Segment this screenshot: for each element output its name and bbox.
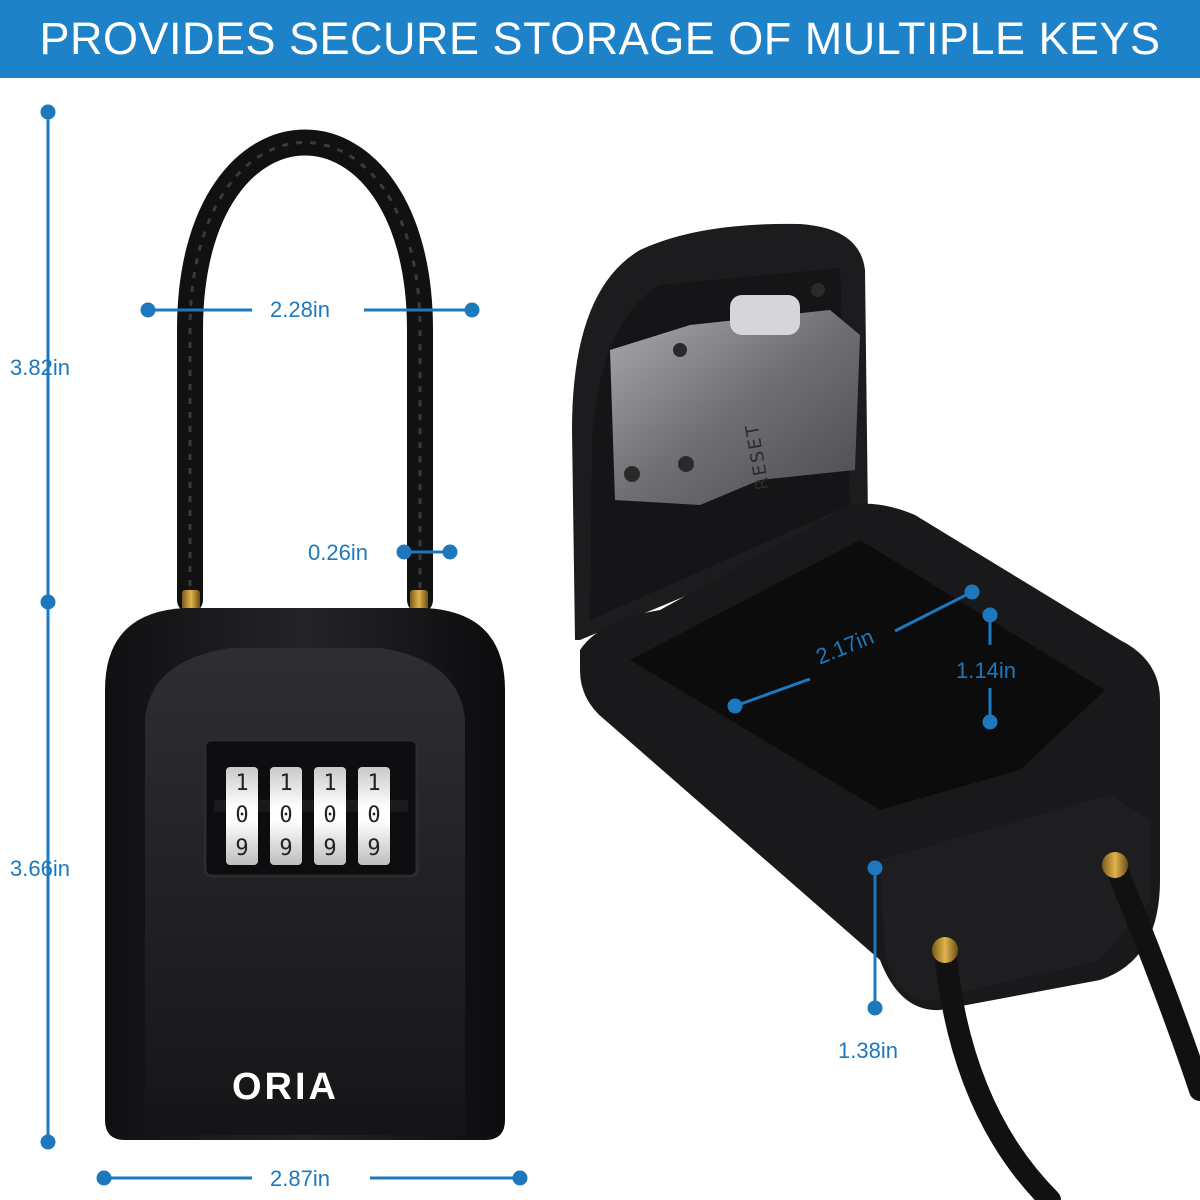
- dim-body-height: 3.66in: [10, 856, 70, 881]
- dim-total-height: 3.82in: [10, 355, 70, 380]
- dim-interior-depth: 1.14in: [956, 658, 1016, 683]
- dimension-lines: [40, 104, 998, 1186]
- combination-dial-2[interactable]: 1 0 9: [270, 767, 302, 865]
- reset-mechanism: [610, 310, 860, 505]
- banner-title: PROVIDES SECURE STORAGE OF MULTIPLE KEYS: [39, 13, 1161, 64]
- storage-compartment: [630, 540, 1105, 810]
- combination-dial-4[interactable]: 1 0 9: [358, 767, 390, 865]
- interior-width-line-right: [894, 590, 973, 633]
- dim-cable-diameter: 0.26in: [308, 540, 368, 565]
- lockbox-open-view: [572, 223, 1200, 1200]
- interior-width-line-left: [734, 677, 811, 708]
- combination-dial-3[interactable]: 1 0 9: [314, 767, 346, 865]
- cable-shackle: [177, 129, 433, 613]
- latch-bolt: [730, 295, 800, 335]
- dim-body-width: 2.87in: [270, 1166, 330, 1191]
- dim-shackle-width: 2.28in: [270, 297, 330, 322]
- dim-body-depth: 1.38in: [838, 1038, 898, 1063]
- lockbox-body-front: [105, 608, 505, 1140]
- title-banner: PROVIDES SECURE STORAGE OF MULTIPLE KEYS: [0, 0, 1200, 78]
- combination-dial-1[interactable]: 1 0 9: [226, 767, 258, 865]
- brand-logo: ORIA: [232, 1066, 339, 1108]
